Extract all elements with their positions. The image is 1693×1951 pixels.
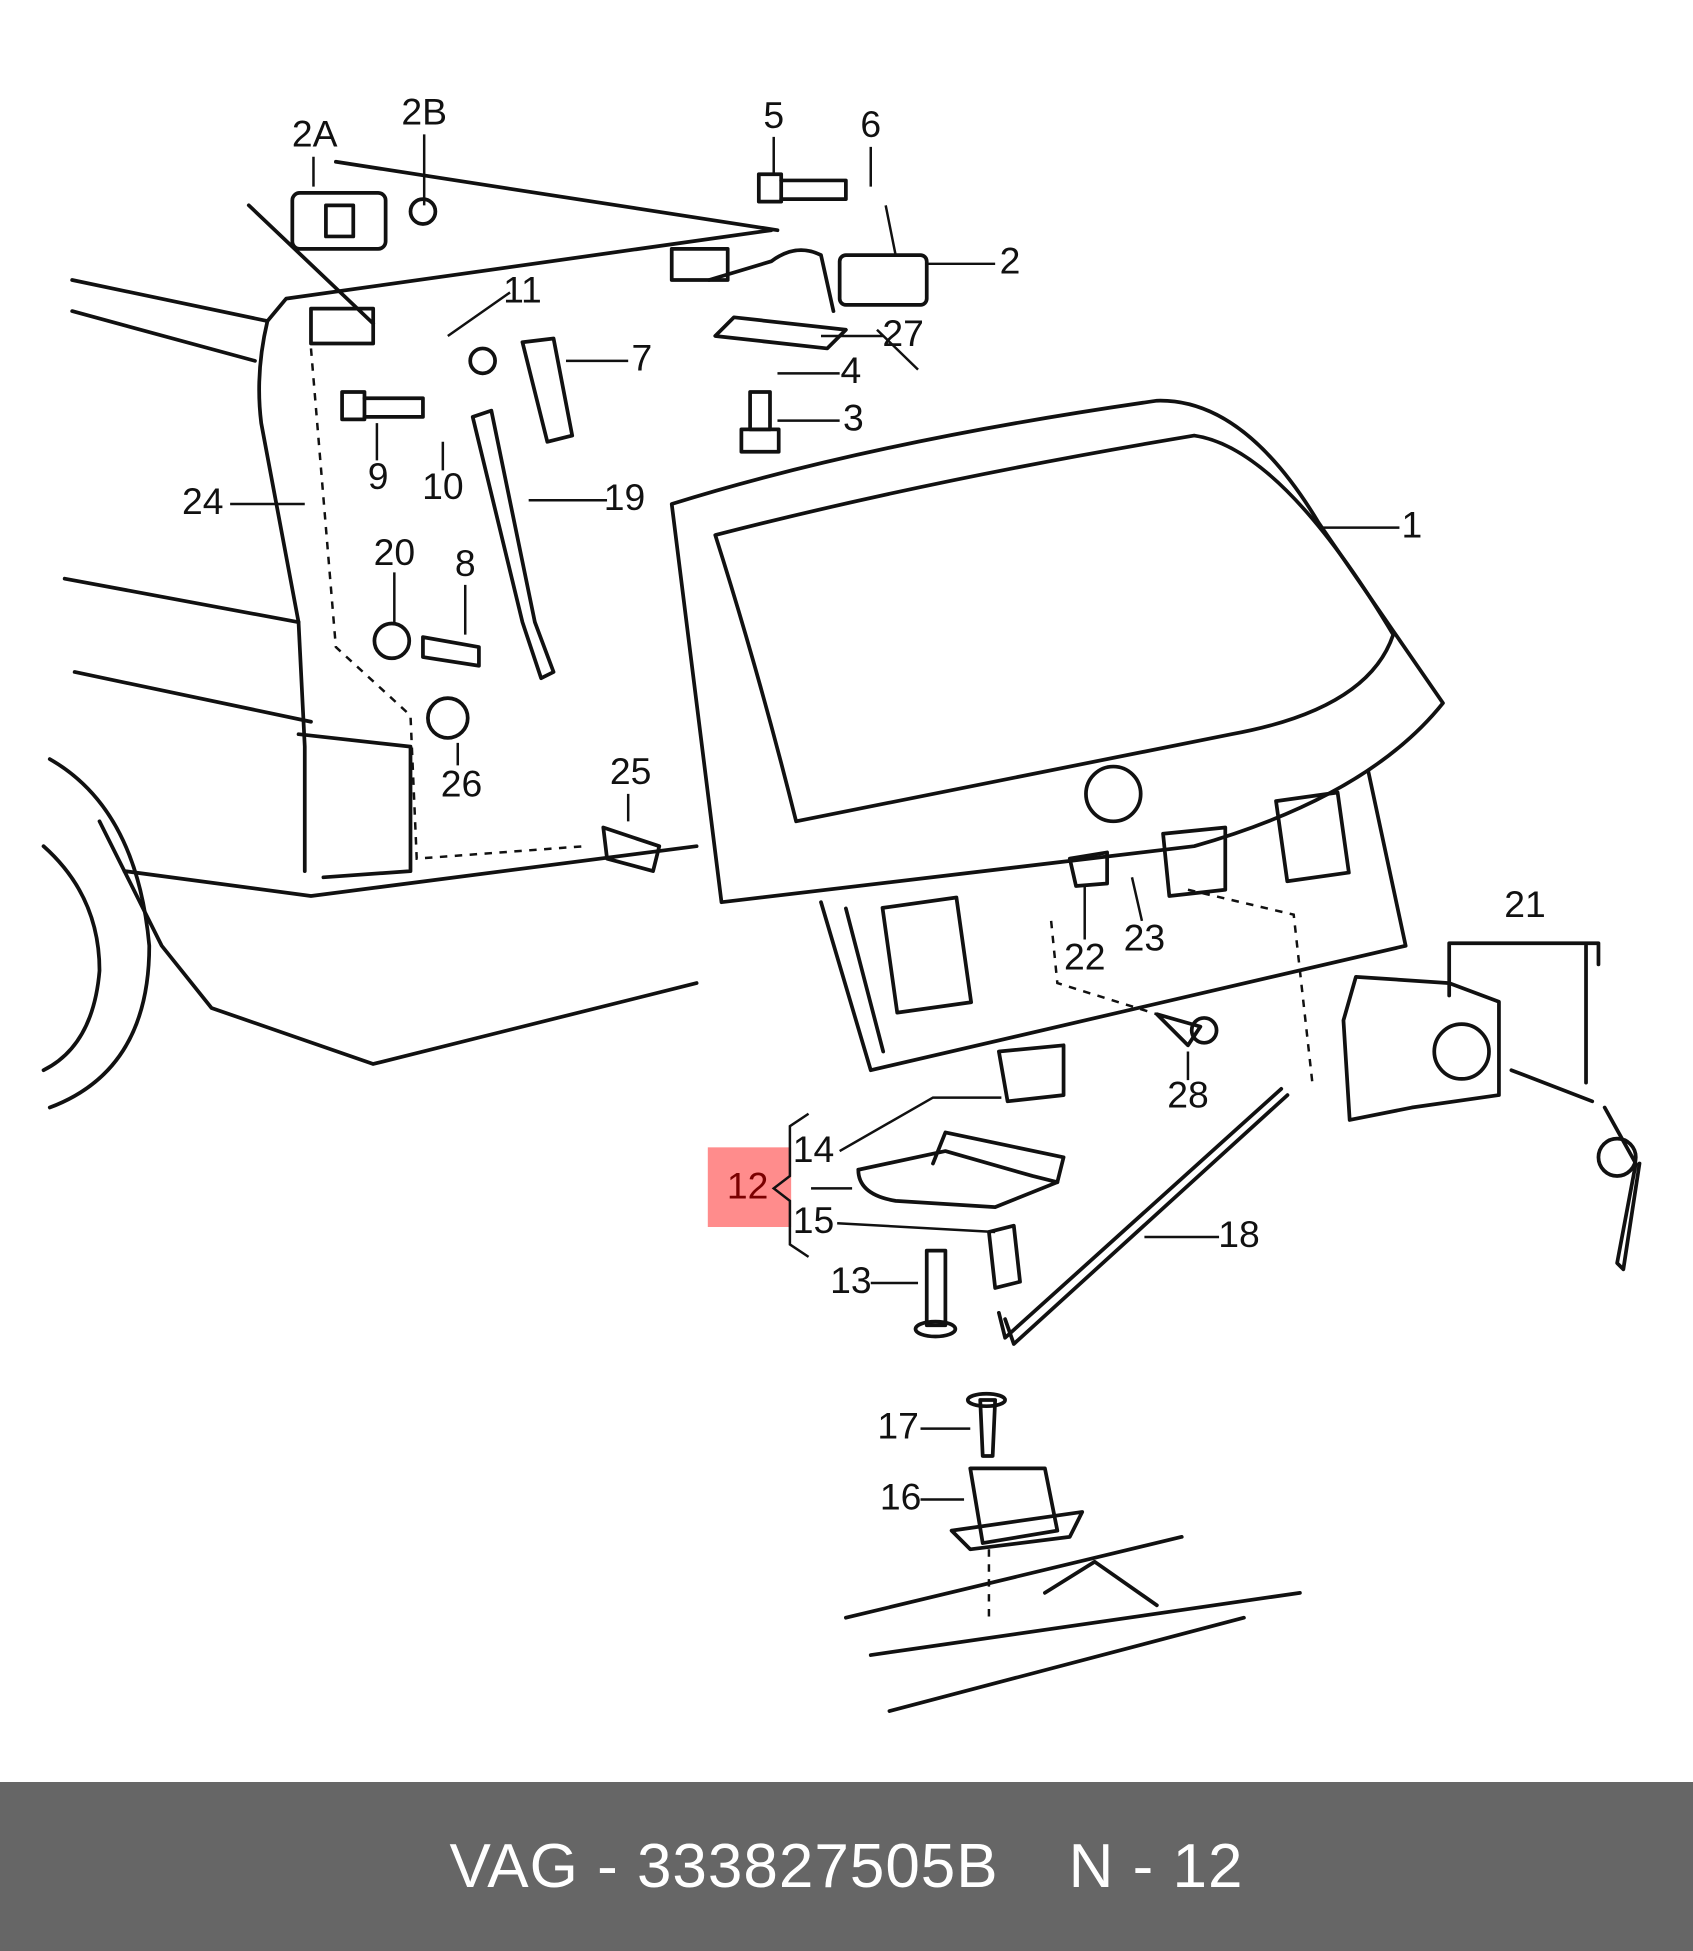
callout-1[interactable]: 1 xyxy=(1401,503,1422,545)
callout-22[interactable]: 22 xyxy=(1064,935,1106,977)
callout-27[interactable]: 27 xyxy=(882,312,924,354)
callout-18[interactable]: 18 xyxy=(1218,1213,1260,1255)
callout-23[interactable]: 23 xyxy=(1124,917,1166,959)
part-number: 333827505B xyxy=(636,1832,999,1901)
callout-28[interactable]: 28 xyxy=(1167,1073,1209,1115)
callout-4[interactable]: 4 xyxy=(840,349,861,391)
callout-12[interactable]: 12 xyxy=(727,1164,769,1206)
callout-15[interactable]: 15 xyxy=(793,1199,835,1241)
callout-17[interactable]: 17 xyxy=(877,1404,919,1446)
parts-drawings xyxy=(230,134,1642,1624)
callout-20[interactable]: 20 xyxy=(374,531,416,573)
callout-14[interactable]: 14 xyxy=(793,1128,835,1170)
callout-21[interactable]: 21 xyxy=(1504,883,1546,925)
callout-10[interactable]: 10 xyxy=(422,465,464,507)
callout-24[interactable]: 24 xyxy=(182,480,224,522)
separator: - xyxy=(578,1832,637,1901)
callout-11[interactable]: 11 xyxy=(503,268,542,310)
callout-25[interactable]: 25 xyxy=(610,750,652,792)
callout-6[interactable]: 6 xyxy=(860,103,881,145)
callout-9[interactable]: 9 xyxy=(368,455,389,497)
callout-3[interactable]: 3 xyxy=(843,396,864,438)
callout-5[interactable]: 5 xyxy=(763,94,784,136)
car-body-drawing xyxy=(41,159,1445,1713)
callout-labels: 1 2 2A 2B 3 4 5 6 7 8 9 10 11 12 13 14 1… xyxy=(182,90,1546,1517)
callout-8[interactable]: 8 xyxy=(455,542,476,584)
callout-19[interactable]: 19 xyxy=(604,476,646,518)
callout-2a[interactable]: 2A xyxy=(292,113,338,155)
callout-16[interactable]: 16 xyxy=(880,1475,922,1517)
callout-7[interactable]: 7 xyxy=(631,337,652,379)
callout-26[interactable]: 26 xyxy=(441,762,483,804)
parts-diagram: 1 2 2A 2B 3 4 5 6 7 8 9 10 11 12 13 14 1… xyxy=(41,90,1642,1713)
position-label: N - 12 xyxy=(1068,1832,1244,1901)
brand: VAG xyxy=(449,1832,579,1901)
callout-13[interactable]: 13 xyxy=(830,1259,872,1301)
callout-2[interactable]: 2 xyxy=(1000,240,1021,282)
part-info-footer: VAG - 333827505B N - 12 xyxy=(0,1782,1693,1951)
callout-2b[interactable]: 2B xyxy=(401,90,447,132)
